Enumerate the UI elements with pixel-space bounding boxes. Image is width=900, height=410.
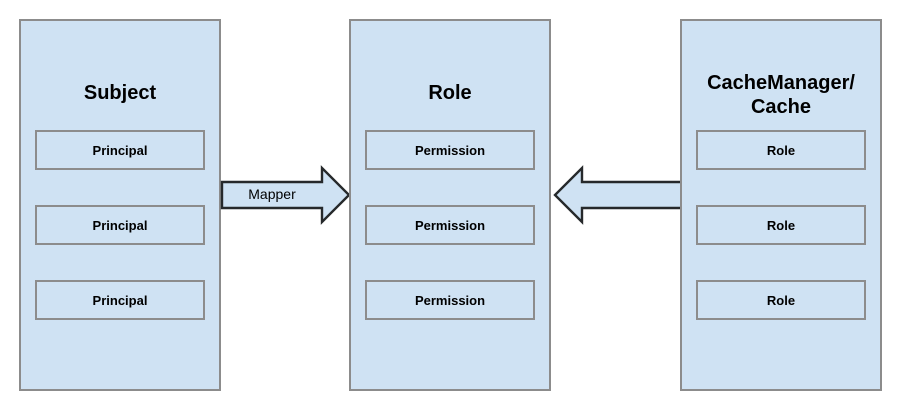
container-role-title: Role [428,82,472,104]
item-role-2[interactable]: Role [696,205,866,245]
item-permission-1[interactable]: Permission [365,130,535,170]
item-role-1[interactable]: Role [696,130,866,170]
cache-to-role-arrow-shape [553,165,684,225]
item-permission-3[interactable]: Permission [365,280,535,320]
container-cachemanager-title-line2: Cache [750,96,812,118]
container-subject-title: Subject [83,82,157,104]
cache-to-role-arrow[interactable] [551,165,684,225]
item-principal-3[interactable]: Principal [35,280,205,320]
item-permission-2[interactable]: Permission [365,205,535,245]
mapper-arrow-label: Mapper [248,186,296,202]
mapper-arrow[interactable] [220,165,351,225]
item-role-3[interactable]: Role [696,280,866,320]
item-principal-1[interactable]: Principal [35,130,205,170]
container-cachemanager-title-line1: CacheManager/ [707,72,855,94]
item-principal-2[interactable]: Principal [35,205,205,245]
mapper-arrow-shape [220,165,351,225]
